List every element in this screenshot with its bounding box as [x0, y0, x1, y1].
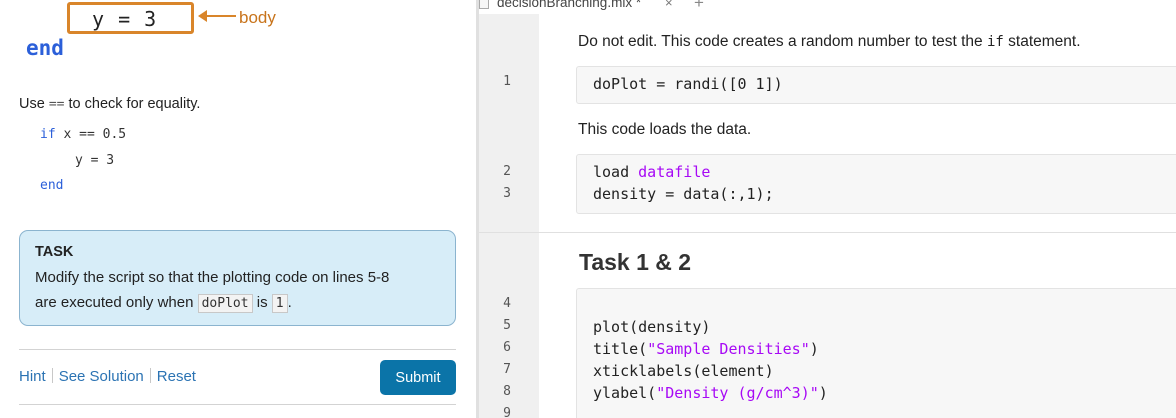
code-line-6[interactable]: title("Sample Densities")	[593, 340, 819, 358]
code-chip-one: 1	[271, 294, 288, 313]
instruction-prefix: Use	[19, 96, 45, 112]
text-line-1: Do not edit. This code creates a random …	[578, 33, 1081, 51]
line-number: 1	[503, 74, 511, 89]
line-number: 2	[503, 164, 511, 179]
snippet-line-1: if x == 0.5	[40, 127, 127, 142]
annotation-code: y = 3	[92, 7, 158, 31]
text-line-2: This code loads the data.	[578, 121, 752, 138]
add-tab-icon[interactable]: +	[694, 0, 704, 12]
task-title: TASK	[35, 244, 74, 260]
line-number-gutter: 1 2 3 4 5 6 7 8 9	[479, 14, 539, 418]
line-number: 8	[503, 384, 511, 399]
text-line-1-suffix: statement.	[1008, 33, 1081, 50]
file-icon	[479, 0, 489, 9]
code-line-8[interactable]: ylabel("Density (g/cm^3)")	[593, 384, 828, 402]
code-block-1[interactable]: doPlot = randi([0 1])	[576, 66, 1176, 104]
panel-splitter[interactable]	[476, 0, 479, 418]
hint-link[interactable]: Hint	[19, 368, 46, 385]
line-number: 6	[503, 340, 511, 355]
section-heading: Task 1 & 2	[579, 249, 692, 275]
end-keyword: end	[26, 36, 64, 60]
line-number: 7	[503, 362, 511, 377]
task-line-2-suffix: .	[287, 294, 292, 311]
see-solution-link[interactable]: See Solution	[58, 368, 144, 385]
line-number: 4	[503, 296, 511, 311]
submit-button[interactable]: Submit	[380, 360, 456, 395]
code-line-2[interactable]: load datafile	[593, 163, 711, 181]
text-line-1-prefix: Do not edit. This code creates a random …	[578, 33, 983, 50]
divider-line	[19, 404, 456, 405]
live-editor: decisionBranching.mlx * × + 1 2 3 4 5 6 …	[479, 0, 1176, 418]
divider-line	[19, 349, 456, 350]
code-chip-doplot: doPlot	[197, 294, 253, 313]
task-line-2: are executed only when doPlot is 1.	[35, 294, 292, 313]
close-icon[interactable]: ×	[665, 0, 673, 10]
task-line-1: Modify the script so that the plotting c…	[35, 269, 390, 286]
editor-tab[interactable]: decisionBranching.mlx *	[497, 0, 642, 10]
annotation-label: body	[239, 8, 276, 27]
reset-link[interactable]: Reset	[156, 368, 196, 385]
code-block-3[interactable]: plot(density) title("Sample Densities") …	[576, 288, 1176, 418]
code-block-2[interactable]: load datafile density = data(:,1);	[576, 154, 1176, 214]
snippet-line-2: y = 3	[75, 153, 115, 168]
lesson-links: Hint See Solution Reset	[19, 368, 196, 385]
editor-tab-bar: decisionBranching.mlx * × +	[479, 0, 1176, 14]
text-line-1-code: if	[986, 34, 1004, 50]
line-number: 3	[503, 186, 511, 201]
code-line-7[interactable]: xticklabels(element)	[593, 362, 774, 380]
snippet-line-3: end	[40, 178, 64, 193]
annotation-box: y = 3	[67, 2, 194, 34]
code-line-5[interactable]: plot(density)	[593, 318, 711, 336]
line-number: 5	[503, 318, 511, 333]
equality-operator: ==	[48, 97, 65, 112]
line-number: 9	[503, 406, 511, 418]
code-line-3[interactable]: density = data(:,1);	[593, 185, 774, 203]
arrow-left-icon	[198, 10, 236, 22]
task-line-2-prefix: are executed only when	[35, 294, 194, 311]
instruction-suffix: to check for equality.	[68, 96, 201, 112]
code-line-1[interactable]: doPlot = randi([0 1])	[593, 75, 783, 93]
instruction-text: Use == to check for equality.	[19, 96, 200, 112]
task-box: TASK Modify the script so that the plott…	[19, 230, 456, 326]
lesson-panel: y = 3 body end Use == to check for equal…	[0, 0, 476, 418]
task-line-2-mid: is	[256, 294, 268, 311]
